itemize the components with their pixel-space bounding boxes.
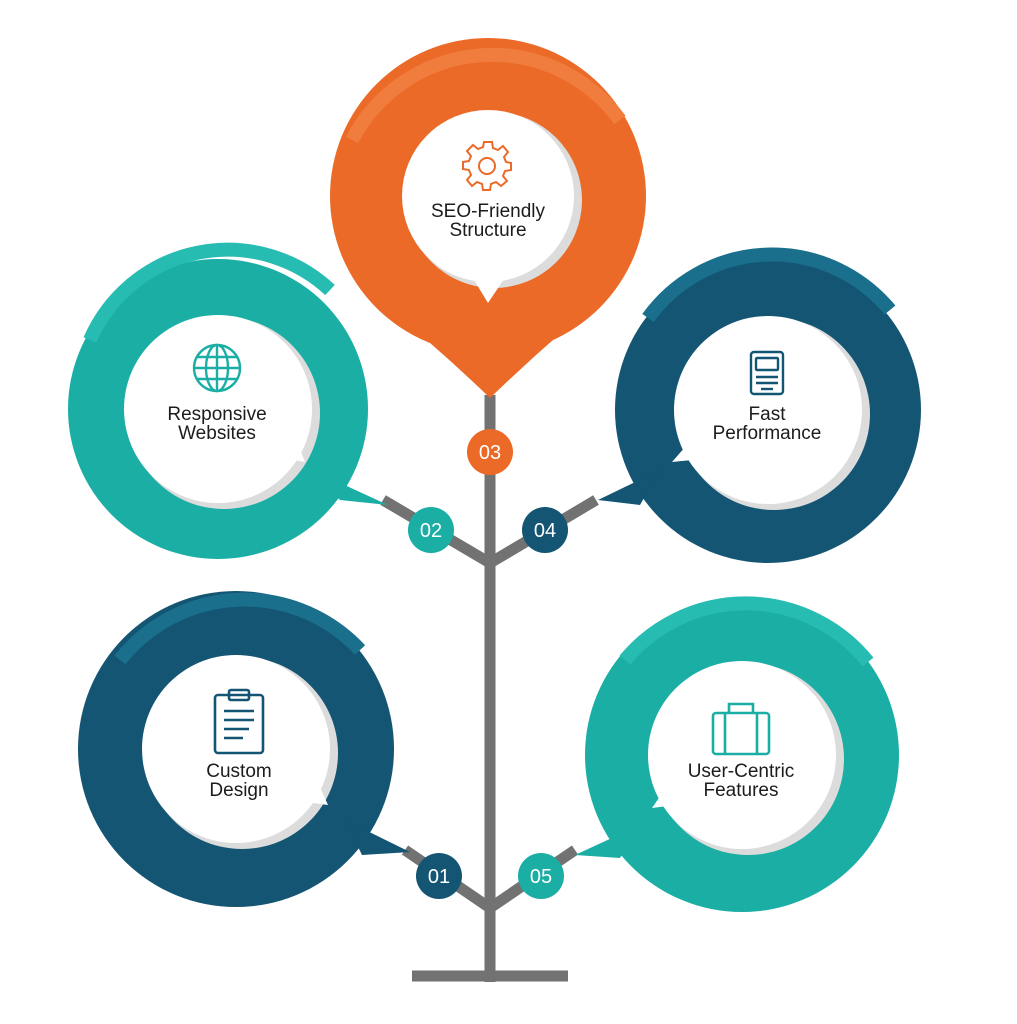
bubble-seo-friendly-structure [330, 38, 646, 398]
label-line-1: Fast [749, 404, 787, 425]
globe-icon [192, 343, 242, 393]
document-icon [749, 350, 785, 396]
number-badge-01: 01 [416, 853, 462, 899]
label-custom-design: Custom Design [206, 761, 271, 801]
clipboard-icon [213, 688, 265, 755]
number-badge-05: 05 [518, 853, 564, 899]
briefcase-icon [711, 702, 771, 756]
number-badge-02: 02 [408, 507, 454, 553]
number-text: 04 [534, 520, 556, 542]
label-line-2: Design [209, 780, 268, 801]
bubble-custom-design [78, 591, 410, 907]
number-text: 03 [479, 442, 501, 464]
number-badge-04: 04 [522, 507, 568, 553]
gear-icon [462, 141, 512, 191]
number-text: 01 [428, 866, 450, 888]
number-text: 02 [420, 520, 442, 542]
label-line-2: Websites [178, 423, 256, 444]
tree-trunk [380, 395, 599, 982]
label-seo-friendly-structure: SEO-Friendly Structure [431, 201, 546, 241]
bubble-responsive-websites [68, 242, 388, 559]
label-responsive-websites: Responsive Websites [167, 404, 266, 444]
number-badge-03: 03 [467, 429, 513, 475]
bubble-fast-performance [598, 247, 921, 563]
bubble-user-centric-features [575, 596, 899, 912]
label-line-2: Features [704, 780, 779, 801]
label-line-2: Performance [713, 423, 822, 444]
label-fast-performance: Fast Performance [713, 404, 822, 444]
label-line-2: Structure [449, 220, 526, 241]
label-line-1: Responsive [167, 404, 266, 425]
number-text: 05 [530, 866, 552, 888]
label-line-1: SEO-Friendly [431, 201, 546, 222]
label-user-centric-features: User-Centric Features [688, 761, 795, 801]
label-line-1: Custom [206, 761, 271, 782]
label-line-1: User-Centric [688, 761, 795, 782]
